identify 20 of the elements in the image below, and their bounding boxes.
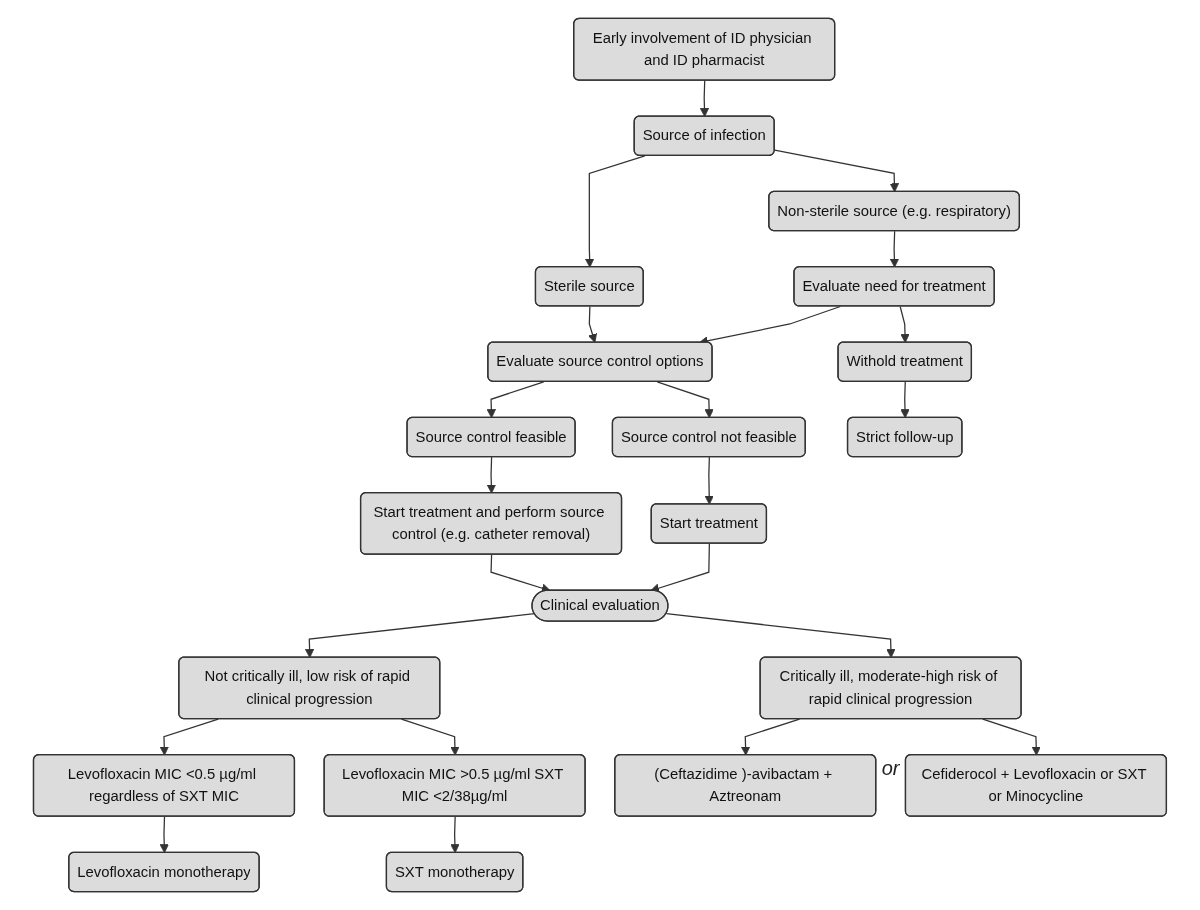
arrow (450, 816, 460, 854)
arrow (656, 381, 714, 419)
arrow (159, 816, 169, 854)
arrow (889, 230, 900, 268)
arrow (400, 718, 460, 756)
arrow (585, 155, 646, 268)
arrow (899, 305, 910, 343)
arrow (665, 613, 896, 659)
note-text: or (881, 756, 900, 780)
arrow (704, 456, 714, 505)
arrow (774, 149, 900, 193)
arrow (699, 79, 710, 118)
arrow (982, 718, 1041, 756)
arrow (740, 718, 801, 756)
arrow (588, 305, 598, 343)
arrow (490, 554, 551, 593)
arrow (900, 381, 910, 419)
arrow (159, 718, 219, 756)
arrow (486, 456, 497, 494)
arrow (486, 381, 545, 419)
